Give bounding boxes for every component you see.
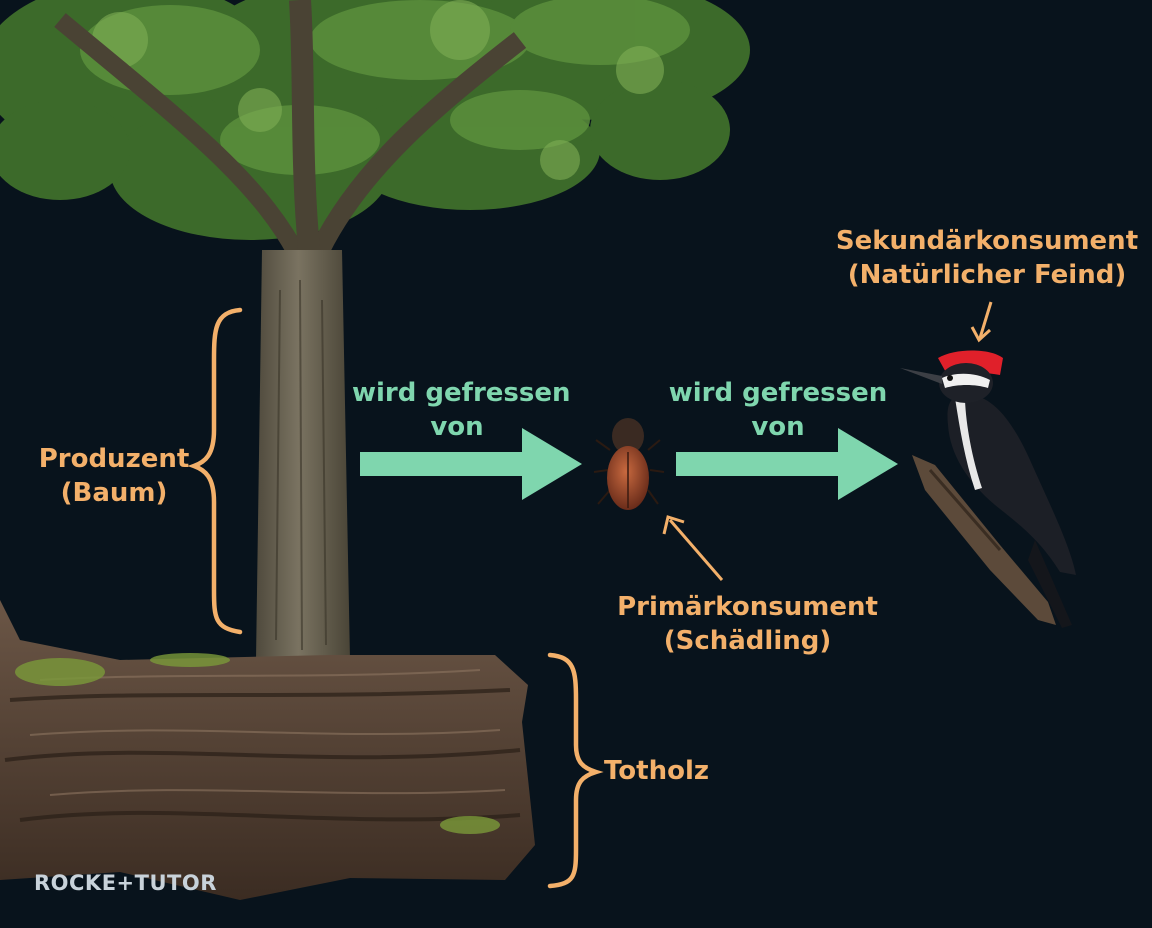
producer-label-line2: (Baum) <box>60 478 168 508</box>
primary-consumer-line1: Primärkonsument <box>617 592 878 622</box>
edge-label-1-line2: von <box>430 412 484 442</box>
secondary-consumer-line1: Sekundärkonsument <box>835 226 1139 256</box>
beetle-image <box>593 418 665 510</box>
primary-consumer-line2: (Schädling) <box>663 626 832 656</box>
tree-image <box>0 0 750 660</box>
producer-label-line1: Produzent <box>38 444 190 474</box>
primary-consumer-label: Primärkonsument (Schädling) <box>610 590 885 658</box>
edge-label-1: wird gefressen von <box>352 376 571 444</box>
secondary-pointer-arrow <box>970 301 993 343</box>
deadwood-label-text: Totholz <box>604 756 709 786</box>
edge-arrow-1 <box>360 428 582 500</box>
log-image <box>0 600 535 900</box>
edge-label-2: wird gefressen von <box>668 376 888 444</box>
deadwood-brace <box>547 652 604 889</box>
brand-logo: ROCKE+TUTOR <box>34 871 217 895</box>
producer-brace <box>187 307 243 635</box>
edge-label-2-line2: von <box>751 412 805 442</box>
edge-label-2-line1: wird gefressen <box>668 378 888 408</box>
secondary-consumer-label: Sekundärkonsument (Natürlicher Feind) <box>832 224 1142 292</box>
edge-label-1-line1: wird gefressen <box>352 378 571 408</box>
primary-pointer-arrow <box>662 515 724 581</box>
edge-arrow-2 <box>676 428 898 500</box>
woodpecker-image <box>900 350 1076 628</box>
secondary-consumer-line2: (Natürlicher Feind) <box>847 260 1127 290</box>
deadwood-label: Totholz <box>604 754 734 788</box>
producer-label: Produzent (Baum) <box>30 442 198 510</box>
